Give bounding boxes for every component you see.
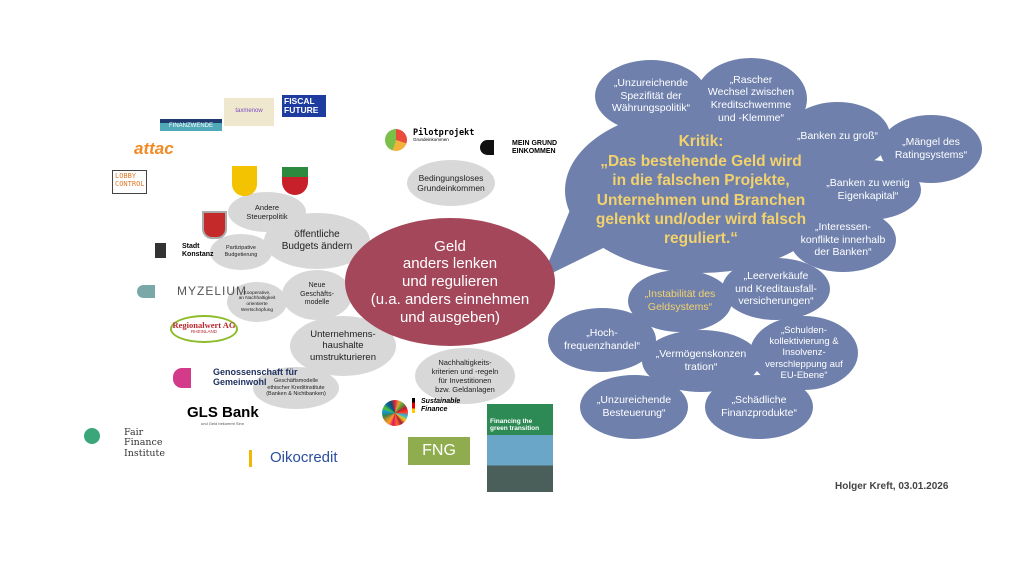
instabil-text: „Instabilität des Geldsystems“	[644, 288, 716, 313]
bubble-nachhaltig: Nachhaltigkeits- kriterien und -regeln f…	[415, 348, 515, 404]
bubble-leerverkauf: „Leerverkäufe und Kreditausfall- versich…	[722, 258, 830, 320]
bubble-neue: Neue Geschäfts- modelle	[282, 270, 352, 320]
vermoegen-text: „Vermögenskonzen tration“	[655, 348, 747, 373]
gross-text: „Banken zu groß“	[796, 129, 879, 142]
spezifitaet-text: „Unzureichende Spezifität der Währungspo…	[611, 77, 691, 115]
leerverkauf-text: „Leerverkäufe und Kreditausfall- versich…	[735, 270, 817, 308]
pilot-name: Pilotprojekt	[413, 128, 475, 138]
regionalwert-sub: RHEINLAND	[190, 329, 217, 335]
logo-fng: FNG	[408, 437, 470, 465]
schaedlich-text: „Schädliche Finanzprodukte“	[721, 394, 797, 419]
unternehmen-text: Unternehmens- haushalte umstrukturieren	[310, 328, 376, 363]
hochfrequenz-text: „Hoch- frequenzhandel“	[564, 327, 640, 352]
besteuerung-text: „Unzureichende Besteuerung“	[596, 394, 672, 419]
logo-lobbycontrol: LOBBY CONTROL	[112, 170, 147, 194]
bubble-partizipativ: Partizipative Budgetierung	[210, 234, 272, 270]
center-bubble: Geld anders lenken und regulieren (u.a. …	[345, 218, 555, 346]
nachhaltig-text: Nachhaltigkeits- kriterien und -regeln f…	[431, 358, 499, 394]
logo-fiscal-future: FISCAL FUTURE	[282, 95, 326, 117]
logo-sdg-wheel	[382, 400, 408, 426]
coat-of-arms-nrw	[282, 167, 308, 195]
rating-text: „Mängel des Ratingsystems“	[894, 136, 968, 161]
bubble-schaedlich: „Schädliche Finanzprodukte“	[705, 375, 813, 439]
budgets-text: öffentliche Budgets ändern	[281, 229, 353, 252]
kritik-text: Kritik: „Das bestehende Geld wird in die…	[595, 133, 807, 248]
logo-finanzwende: FINANZWENDE	[160, 119, 222, 131]
bubble-instabil: „Instabilität des Geldsystems“	[628, 270, 732, 332]
interessen-text: „Interessen- konflikte innerhalb der Ban…	[800, 221, 886, 259]
regionalwert-name: Regionalwert AG	[172, 320, 236, 330]
schulden-text: „Schulden- kollektivierung & Insolvenz- …	[765, 324, 843, 382]
coat-of-arms-city	[202, 211, 227, 239]
gls-name: GLS Bank	[187, 404, 259, 421]
logo-genossenschaft-gemeinwohl: Genossenschaft für Gemeinwohl	[173, 367, 298, 388]
pilot-sub: Grundeinkommen	[413, 137, 449, 143]
bubble-ethisch: Geschäftsmodelle ethischer Kreditinstitu…	[253, 367, 339, 409]
bubble-bge: Bedingungsloses Grundeinkommen	[407, 160, 495, 206]
steuer-text: Andere Steuerpolitik	[246, 203, 288, 221]
coat-of-arms-germany	[232, 166, 257, 196]
partizipativ-text: Partizipative Budgetierung	[224, 245, 258, 258]
logo-sustainable-finance: Sustainable Finance	[412, 398, 461, 414]
logo-fair-finance-institute: Fair Finance Institute	[84, 427, 165, 460]
bubble-besteuerung: „Unzureichende Besteuerung“	[580, 375, 688, 439]
kooperative-text: Kooperative, an Nachhaltigkeit orientier…	[238, 290, 276, 313]
kritik-bubble: Kritik: „Das bestehende Geld wird in die…	[565, 108, 837, 273]
ethisch-text: Geschäftsmodelle ethischer Kreditinstitu…	[266, 378, 326, 398]
footer-author-date: Holger Kreft, 03.01.2026	[835, 481, 949, 492]
logo-oikocredit: Oikocredit	[249, 449, 338, 467]
logo-myzelium: MYZELIUM	[137, 284, 247, 299]
gls-sub: und Geld bekommt Sinn	[201, 420, 244, 426]
center-text: Geld anders lenken und regulieren (u.a. …	[370, 237, 530, 326]
logo-taxmenow: taxmenow	[224, 98, 274, 126]
logo-attac: attac	[134, 139, 174, 158]
neue-text: Neue Geschäfts- modelle	[300, 282, 334, 307]
eigenkapital-text: „Banken zu wenig Eigenkapital“	[826, 177, 910, 202]
logo-stadt-konstanz: Stadt Konstanz	[155, 243, 214, 259]
logo-mein-grundeinkommen: MEIN GRUND EINKOMMEN	[480, 140, 557, 156]
bubble-kooperative: Kooperative, an Nachhaltigkeit orientier…	[227, 282, 287, 322]
bubble-schulden: „Schulden- kollektivierung & Insolvenz- …	[750, 316, 858, 390]
report-title: Financing the green transition	[490, 418, 540, 433]
rascher-text: „Rascher Wechsel zwischen Kreditschwemme…	[707, 73, 795, 124]
pilot-icon	[385, 129, 407, 151]
bge-text: Bedingungsloses Grundeinkommen	[417, 172, 485, 193]
report-cover: Financing the green transition	[487, 404, 553, 492]
